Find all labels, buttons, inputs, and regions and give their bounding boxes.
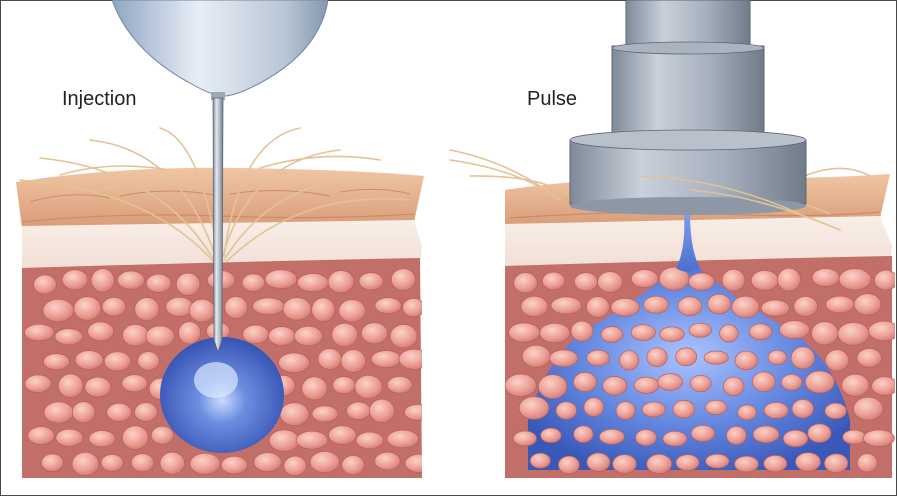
injection-label: Injection	[62, 88, 137, 111]
pulse-label: Pulse	[527, 88, 577, 111]
